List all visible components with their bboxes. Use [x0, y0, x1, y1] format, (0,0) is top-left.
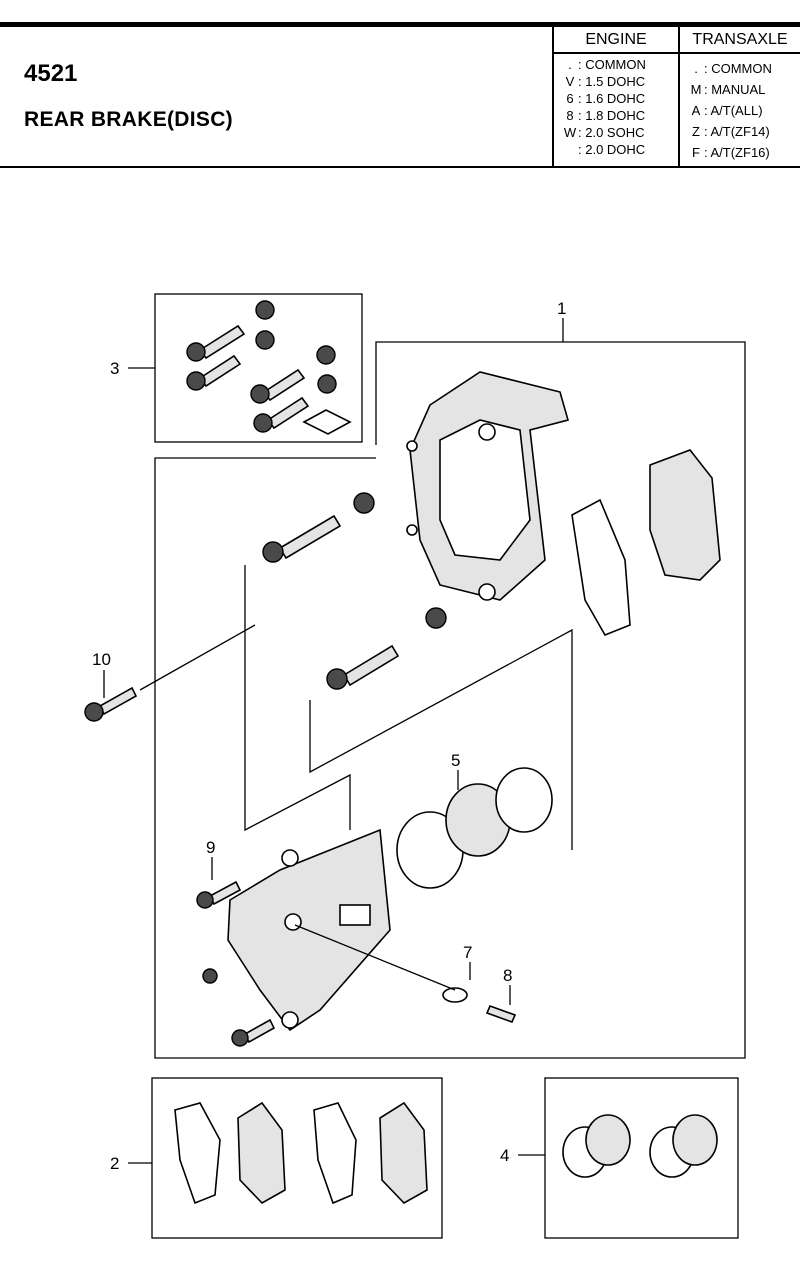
- guide-pin-bolt-icon: [326, 644, 400, 690]
- header-top-rule: [0, 22, 800, 27]
- callout-2: 2: [110, 1154, 119, 1173]
- bleeder-screw-8: [485, 1004, 517, 1024]
- guide-pin-bolt-icon: [262, 514, 342, 563]
- inner-brake-pad: [571, 498, 631, 637]
- caliper-bolt-9: [196, 880, 242, 909]
- bushing-icon: [353, 492, 375, 514]
- transaxle-option: .: COMMON: [694, 61, 772, 76]
- callout-7: 7: [463, 943, 472, 962]
- assembly-line: [309, 628, 573, 850]
- bushing-icon: [317, 374, 337, 394]
- guide-pin-bolt-icon: [253, 396, 310, 433]
- engine-option: 6: 1.6 DOHC: [566, 91, 646, 106]
- seal-ring-icon: [585, 1114, 631, 1166]
- page-title: REAR BRAKE(DISC): [24, 108, 233, 131]
- exploded-parts-diagram: 1 2 3 4 5 7 8 9 10: [84, 293, 746, 1239]
- assembly-line: [294, 924, 456, 991]
- seal-ring-icon: [672, 1114, 718, 1166]
- callout-3: 3: [110, 359, 119, 378]
- column-heading-rule: [552, 52, 800, 54]
- engine-option: .: COMMON: [568, 57, 646, 72]
- assembly-line: [244, 565, 351, 832]
- callout-4: 4: [500, 1146, 509, 1165]
- main-assembly-outline: [154, 341, 746, 1059]
- engine-option: 8: 1.8 DOHC: [566, 108, 646, 123]
- caliper-bolt: [231, 1018, 276, 1047]
- brake-pad-icon: [174, 1102, 221, 1205]
- seal-kit-box: [544, 1077, 739, 1239]
- brake-pad-icon: [237, 1101, 286, 1205]
- pad-kit-box: [151, 1077, 443, 1239]
- piston-and-seals: [396, 767, 553, 889]
- outer-brake-pad: [649, 449, 721, 581]
- transaxle-column-divider: [678, 27, 680, 166]
- header: 4521 REAR BRAKE(DISC) ENGINE TRANSAXLE .…: [0, 0, 800, 170]
- callout-1: 1: [557, 299, 566, 318]
- header-bottom-rule: [0, 166, 800, 168]
- transaxle-option: M: MANUAL: [690, 82, 766, 97]
- grease-packet-icon: [302, 409, 352, 435]
- transaxle-heading: TRANSAXLE: [692, 31, 788, 48]
- engine-option: W: 2.0 SOHC: [563, 125, 645, 140]
- guide-pin-bolt-icon: [250, 368, 306, 404]
- engine-option: : 2.0 DOHC: [578, 142, 646, 157]
- callout-10: 10: [92, 650, 111, 669]
- engine-heading: ENGINE: [585, 31, 647, 48]
- callout-5: 5: [451, 751, 460, 770]
- bolt-head-icon: [202, 968, 218, 984]
- brake-pad-icon: [313, 1102, 357, 1205]
- engine-option: V: 1.5 DOHC: [565, 74, 646, 89]
- caliper-bracket: [406, 371, 569, 601]
- transaxle-option: Z: A/T(ZF14): [692, 124, 770, 139]
- callout-8: 8: [503, 966, 512, 985]
- bleeder-cap-7: [442, 987, 468, 1003]
- mounting-bolt-10: [84, 686, 138, 722]
- callout-9: 9: [206, 838, 215, 857]
- transaxle-option: F: A/T(ZF16): [692, 145, 770, 160]
- assembly-line: [139, 624, 256, 691]
- page-number: 4521: [24, 60, 78, 87]
- bushing-icon: [255, 300, 275, 320]
- bushing-icon: [316, 345, 336, 365]
- engine-column-divider: [552, 27, 554, 166]
- bushing-icon: [255, 330, 275, 350]
- transaxle-option: A: A/T(ALL): [691, 103, 763, 118]
- brake-pad-icon: [379, 1101, 428, 1205]
- guide-pin-bolt-icon: [186, 354, 242, 391]
- guide-pin-bolt-icon: [186, 324, 246, 362]
- bushing-icon: [425, 607, 447, 629]
